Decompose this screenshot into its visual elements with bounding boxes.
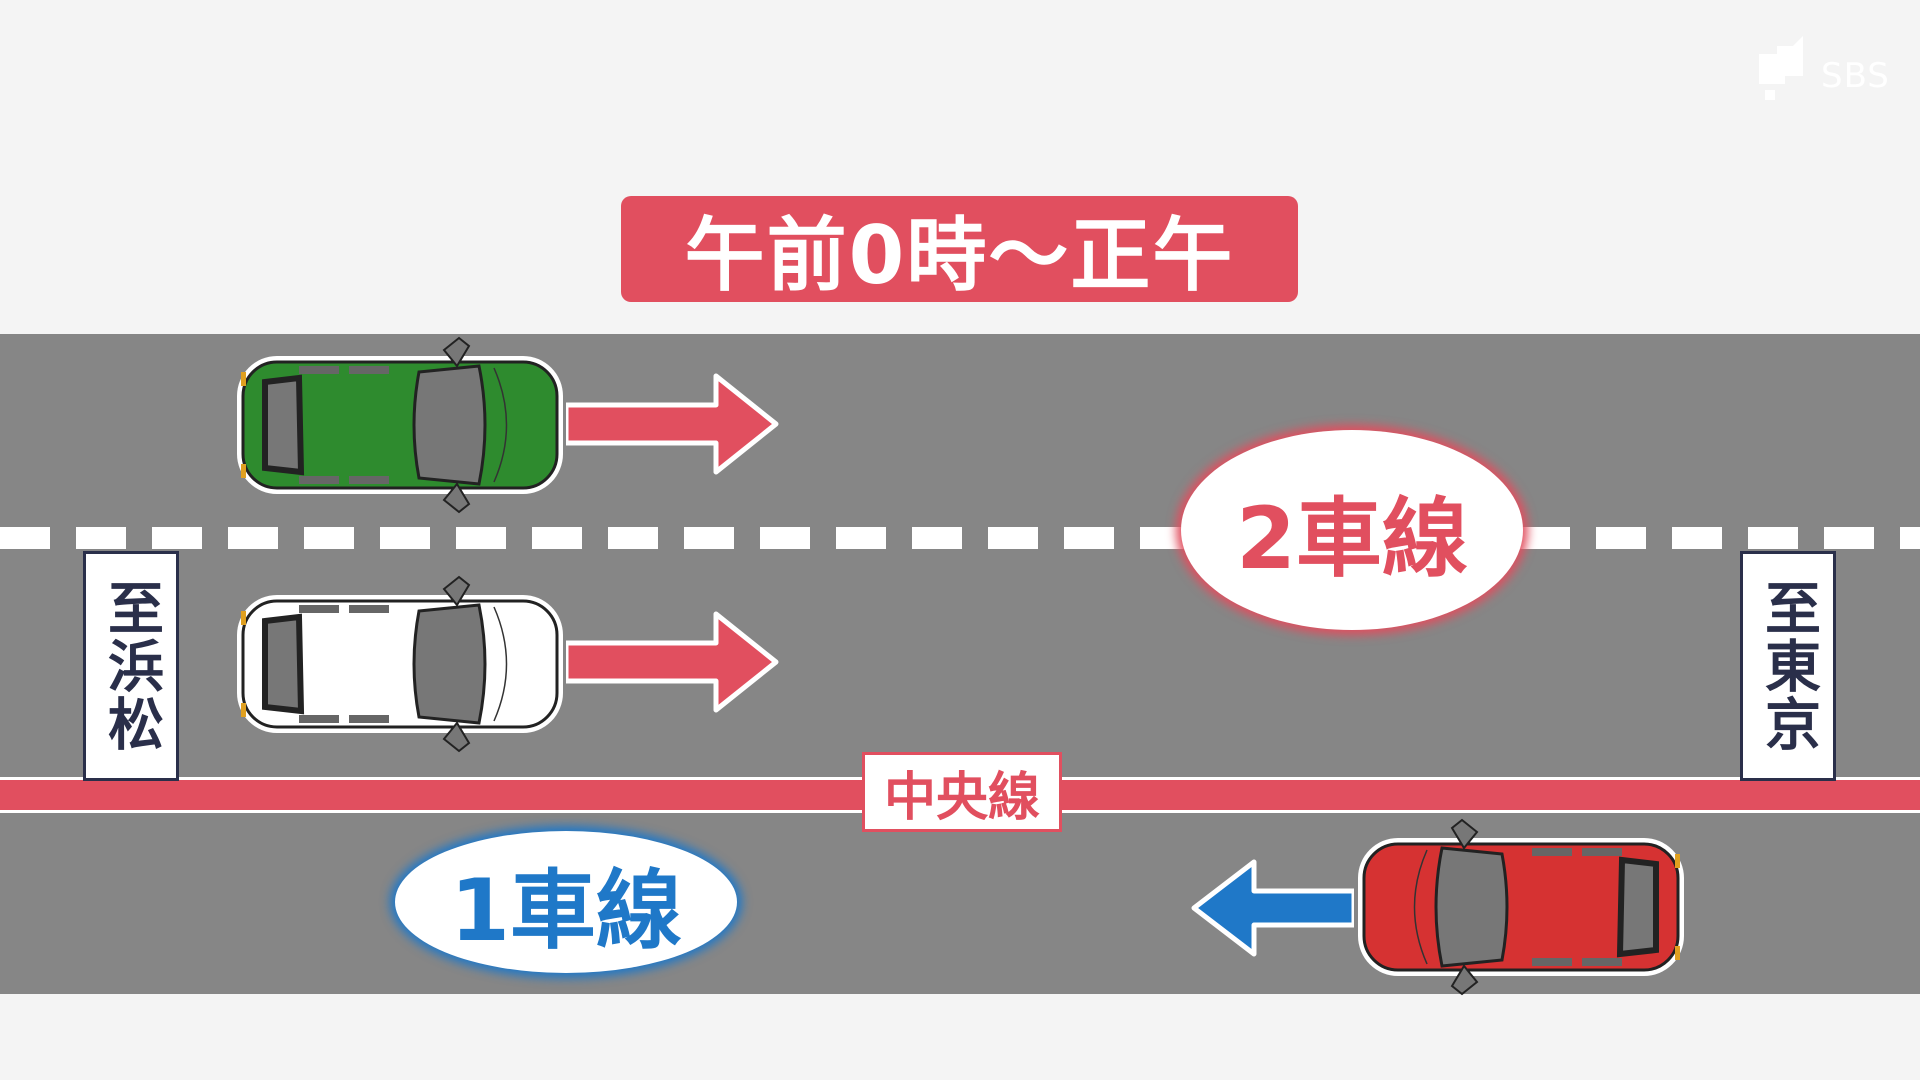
logo-text: SBS	[1821, 56, 1890, 96]
sign-to-tokyo: 至東京	[1740, 551, 1836, 781]
one-lane-text: 1車線	[450, 860, 682, 961]
two-lane-label: 2車線	[1181, 430, 1523, 630]
two-lane-text: 2車線	[1236, 488, 1468, 589]
sign-to-hamamatsu: 至浜松	[83, 551, 179, 781]
arrow-left-icon	[1191, 859, 1354, 957]
green-car-icon	[229, 336, 569, 514]
white-car-icon	[229, 575, 569, 753]
red-car-icon	[1352, 818, 1692, 996]
time-range-title: 午前0時〜正午	[621, 196, 1298, 302]
one-lane-label: 1車線	[395, 831, 737, 973]
sbs-logo: SBS	[1755, 30, 1895, 120]
arrow-right-icon	[566, 610, 780, 714]
lane-divider-dashed-line	[0, 527, 1920, 549]
arrow-right-icon	[566, 372, 780, 476]
center-line-label: 中央線	[862, 752, 1062, 832]
sbs-flag-icon	[1759, 36, 1803, 100]
